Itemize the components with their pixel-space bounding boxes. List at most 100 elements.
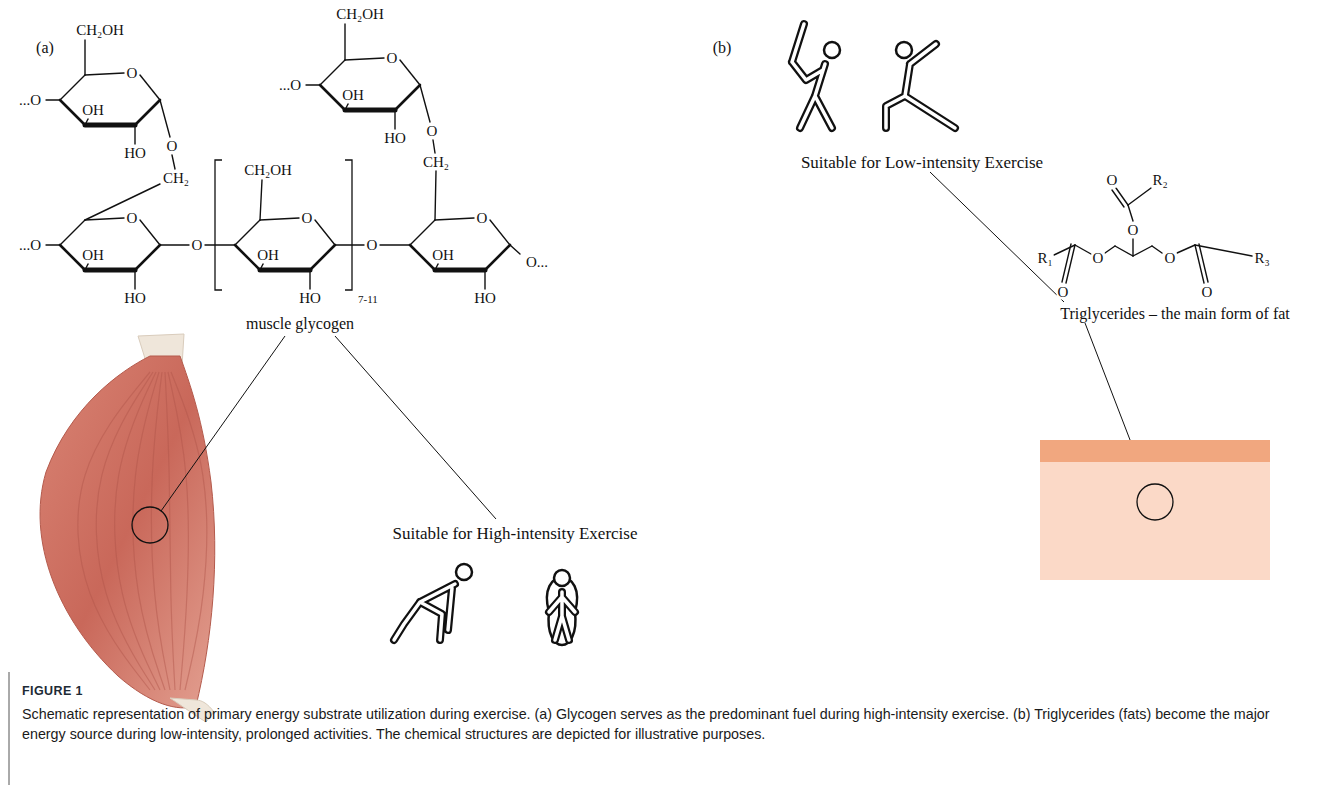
bond-line	[395, 85, 420, 110]
bond-line	[420, 85, 430, 122]
atom-label: ...O	[18, 238, 42, 253]
bond-line	[1066, 245, 1075, 283]
bond-line	[1199, 244, 1208, 282]
atom-label: (a)	[35, 40, 55, 56]
lunge-stretch-icon	[886, 42, 955, 128]
bond-line	[1116, 188, 1128, 205]
atom-label: (b)	[712, 40, 733, 56]
atom-label: HO	[298, 291, 322, 306]
atom-label: R₃	[1253, 251, 1270, 266]
bond-line	[510, 245, 520, 254]
atom-label: O	[476, 211, 489, 226]
bond-line	[380, 244, 410, 245]
bond-line	[160, 244, 189, 245]
repeat-bracket	[345, 160, 352, 290]
bond-line	[435, 218, 474, 220]
bond-line	[1195, 245, 1252, 256]
bond-line	[1133, 246, 1152, 256]
atom-label: O	[166, 139, 179, 154]
bond-line	[135, 100, 160, 125]
atom-label: CH₂OH	[243, 163, 293, 178]
bond-line	[344, 24, 345, 60]
atom-label: HO	[123, 291, 147, 306]
atom-label: ...O	[278, 78, 302, 93]
bond-line	[485, 245, 510, 270]
bond-line	[85, 123, 135, 128]
atom-label: CH₂	[162, 171, 190, 186]
bond-line	[172, 155, 175, 169]
muscle-belly	[40, 356, 215, 708]
atom-label: O	[1201, 285, 1214, 300]
zoom-circle	[1137, 484, 1173, 520]
bond-line	[1115, 246, 1133, 256]
skin-surface	[1040, 440, 1270, 462]
jump-rope-icon	[547, 570, 577, 645]
bond-line	[400, 60, 420, 85]
bond-line	[46, 244, 60, 245]
bond-line	[1177, 245, 1195, 253]
bond-line	[1105, 246, 1115, 253]
bond-line	[260, 180, 262, 220]
atom-label: O	[426, 124, 439, 139]
bond-line	[433, 140, 435, 153]
atom-label: OH	[341, 88, 365, 103]
muscle-fibers	[78, 372, 207, 690]
muscle-fiber	[168, 372, 188, 690]
bond-line	[135, 245, 160, 270]
bond-line	[345, 104, 348, 110]
bond-line	[1054, 245, 1075, 255]
bond-line	[140, 75, 160, 100]
caption-rule	[9, 672, 10, 785]
bond-line	[85, 119, 88, 125]
bond-line	[410, 220, 435, 245]
leader-line	[930, 172, 1064, 302]
figure-number: FIGURE 1	[22, 684, 1307, 698]
golfer-icon	[792, 24, 840, 128]
atom-label: O	[191, 238, 204, 253]
atom-label: OH	[81, 248, 105, 263]
bond-line	[260, 218, 299, 220]
atom-label: O	[126, 211, 139, 226]
atom-label: OH	[81, 103, 105, 118]
bond-line	[345, 108, 395, 113]
bond-line	[435, 264, 438, 270]
muscle-fiber	[171, 372, 207, 690]
bond-line	[484, 270, 485, 289]
atom-label: OH	[256, 248, 280, 263]
bond-line	[1075, 245, 1091, 254]
bond-line	[1195, 245, 1204, 283]
atom-label: O	[126, 66, 139, 81]
bond-line	[134, 125, 135, 144]
bond-line	[315, 220, 335, 245]
bond-line	[335, 244, 364, 245]
atom-label: O	[1092, 251, 1105, 266]
bond-line	[85, 73, 124, 75]
bond-line	[160, 100, 170, 137]
annotation-label: Suitable for Low-intensity Exercise	[800, 154, 1044, 171]
atom-label: 7-11	[357, 294, 379, 305]
bond-line	[490, 220, 510, 245]
atom-label: O...	[525, 255, 549, 270]
bond-line	[85, 184, 160, 220]
bond-line	[260, 264, 263, 270]
bond-line	[1128, 205, 1133, 221]
bond-line	[310, 245, 335, 270]
muscle-fiber	[115, 372, 160, 690]
atom-label: O	[301, 211, 314, 226]
atom-label: O	[366, 238, 379, 253]
bond-line	[306, 84, 320, 85]
bond-line	[235, 220, 260, 245]
bond-line	[85, 264, 88, 270]
bond-line	[46, 99, 60, 100]
annotation-label: Triglycerides – the main form of fat	[1059, 306, 1291, 322]
bond-line	[84, 40, 85, 75]
atom-label: OH	[431, 248, 455, 263]
bond-line	[140, 220, 160, 245]
leader-line	[335, 336, 496, 519]
bond-line	[435, 171, 436, 220]
annotation-label: muscle glycogen	[245, 316, 355, 332]
bond-line	[85, 218, 124, 220]
atom-label: CH₂OH	[75, 23, 125, 38]
